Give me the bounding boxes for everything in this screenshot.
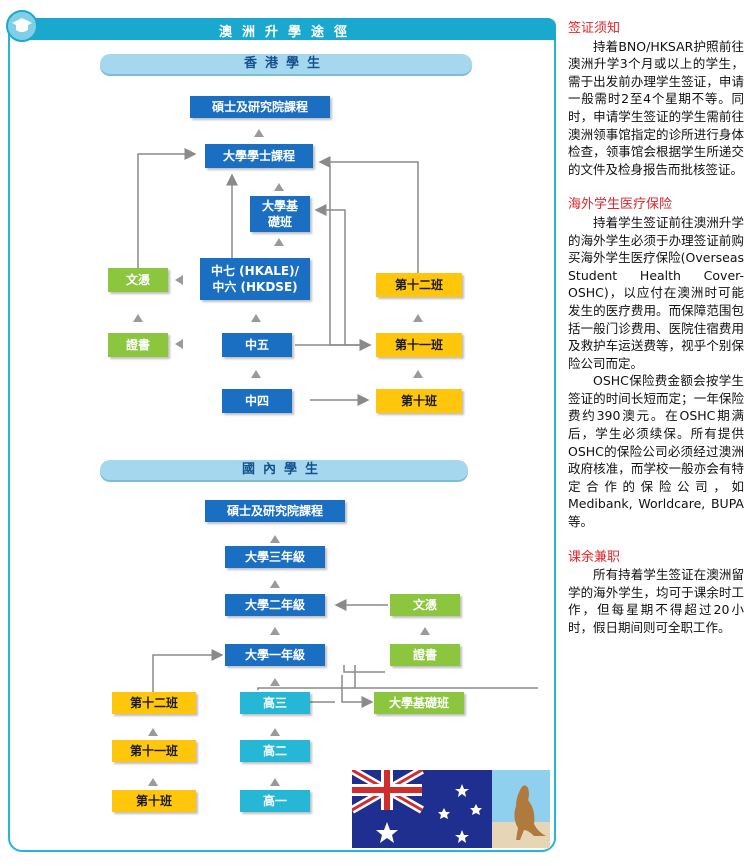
hk-year10-box: 第十班 [376, 389, 462, 413]
hk-year11-box: 第十一班 [376, 333, 462, 357]
hk-section-bar: 香港學生 [100, 54, 472, 74]
hk-foundation-box: 大學基礎班 [250, 196, 310, 232]
header-bar: 澳洲升學途徑 [20, 18, 556, 40]
cn-certificate-box: 證書 [390, 644, 460, 666]
work-text: 所有持着学生签证在澳洲留学的海外学生，均可于课余时工作，但每星期不得超过20小时… [568, 567, 744, 635]
connector-lines [133, 129, 538, 786]
hk-masters-box: 碩士及研究院課程 [190, 96, 330, 118]
visa-heading: 签证须知 [568, 21, 621, 36]
insurance-text-1: 持着学生签证前往澳洲升学的海外学生必须于办理签证前购买海外学生医疗保险(Over… [568, 214, 744, 371]
cn-senior3-box: 高三 [240, 692, 310, 714]
cn-senior2-box: 高二 [240, 740, 310, 762]
cn-year1-box: 大學一年級 [225, 644, 325, 666]
work-heading: 课余兼职 [568, 549, 621, 565]
cn-year2-box: 大學二年級 [225, 594, 325, 616]
cn-foundation-box: 大學基礎班 [374, 692, 464, 714]
hk-foundation-label: 大學基礎班 [262, 199, 299, 229]
insurance-heading: 海外学生医疗保险 [568, 197, 673, 213]
australia-flag-kangaroo-image [352, 770, 550, 848]
hk-bachelor-box: 大學學士課程 [205, 144, 313, 168]
hk-form4-box: 中四 [222, 389, 292, 413]
cn-diploma-box: 文憑 [390, 594, 460, 616]
cn-senior1-box: 高一 [240, 790, 310, 812]
cn-year3-box: 大學三年級 [225, 546, 325, 568]
cn-year10-box: 第十班 [112, 790, 196, 812]
graduation-cap-icon [6, 10, 38, 42]
hk-year12-box: 第十二班 [376, 273, 462, 297]
hk-form5-box: 中五 [222, 333, 292, 357]
cn-year12-box: 第十二班 [112, 692, 196, 714]
hk-form7-label: 中七 (HKALE)/ [210, 264, 299, 278]
hk-diploma-box: 文憑 [108, 268, 168, 292]
header-title: 澳洲升學途徑 [218, 25, 357, 40]
insurance-text-2: OSHC保险费金额会按学生签证的时间长短而定；一年保险费约390澳元。在OSHC… [568, 373, 744, 530]
cn-section-bar: 國內學生 [100, 460, 468, 480]
visa-text: 持着BNO/HKSAR护照前往澳洲升学3个月或以上的学生，需于出发前办理学生签证… [568, 38, 744, 177]
cn-year11-box: 第十一班 [112, 740, 196, 762]
hk-certificate-box: 證書 [108, 333, 168, 357]
notes-column: 签证须知 持着BNO/HKSAR护照前往澳洲升学3个月或以上的学生，需于出发前办… [568, 20, 744, 637]
hk-form6-label: 中六 (HKDSE) [212, 280, 298, 294]
cn-masters-box: 碩士及研究院課程 [205, 500, 345, 522]
hk-form7-box: 中七 (HKALE)/ 中六 (HKDSE) [200, 258, 310, 300]
